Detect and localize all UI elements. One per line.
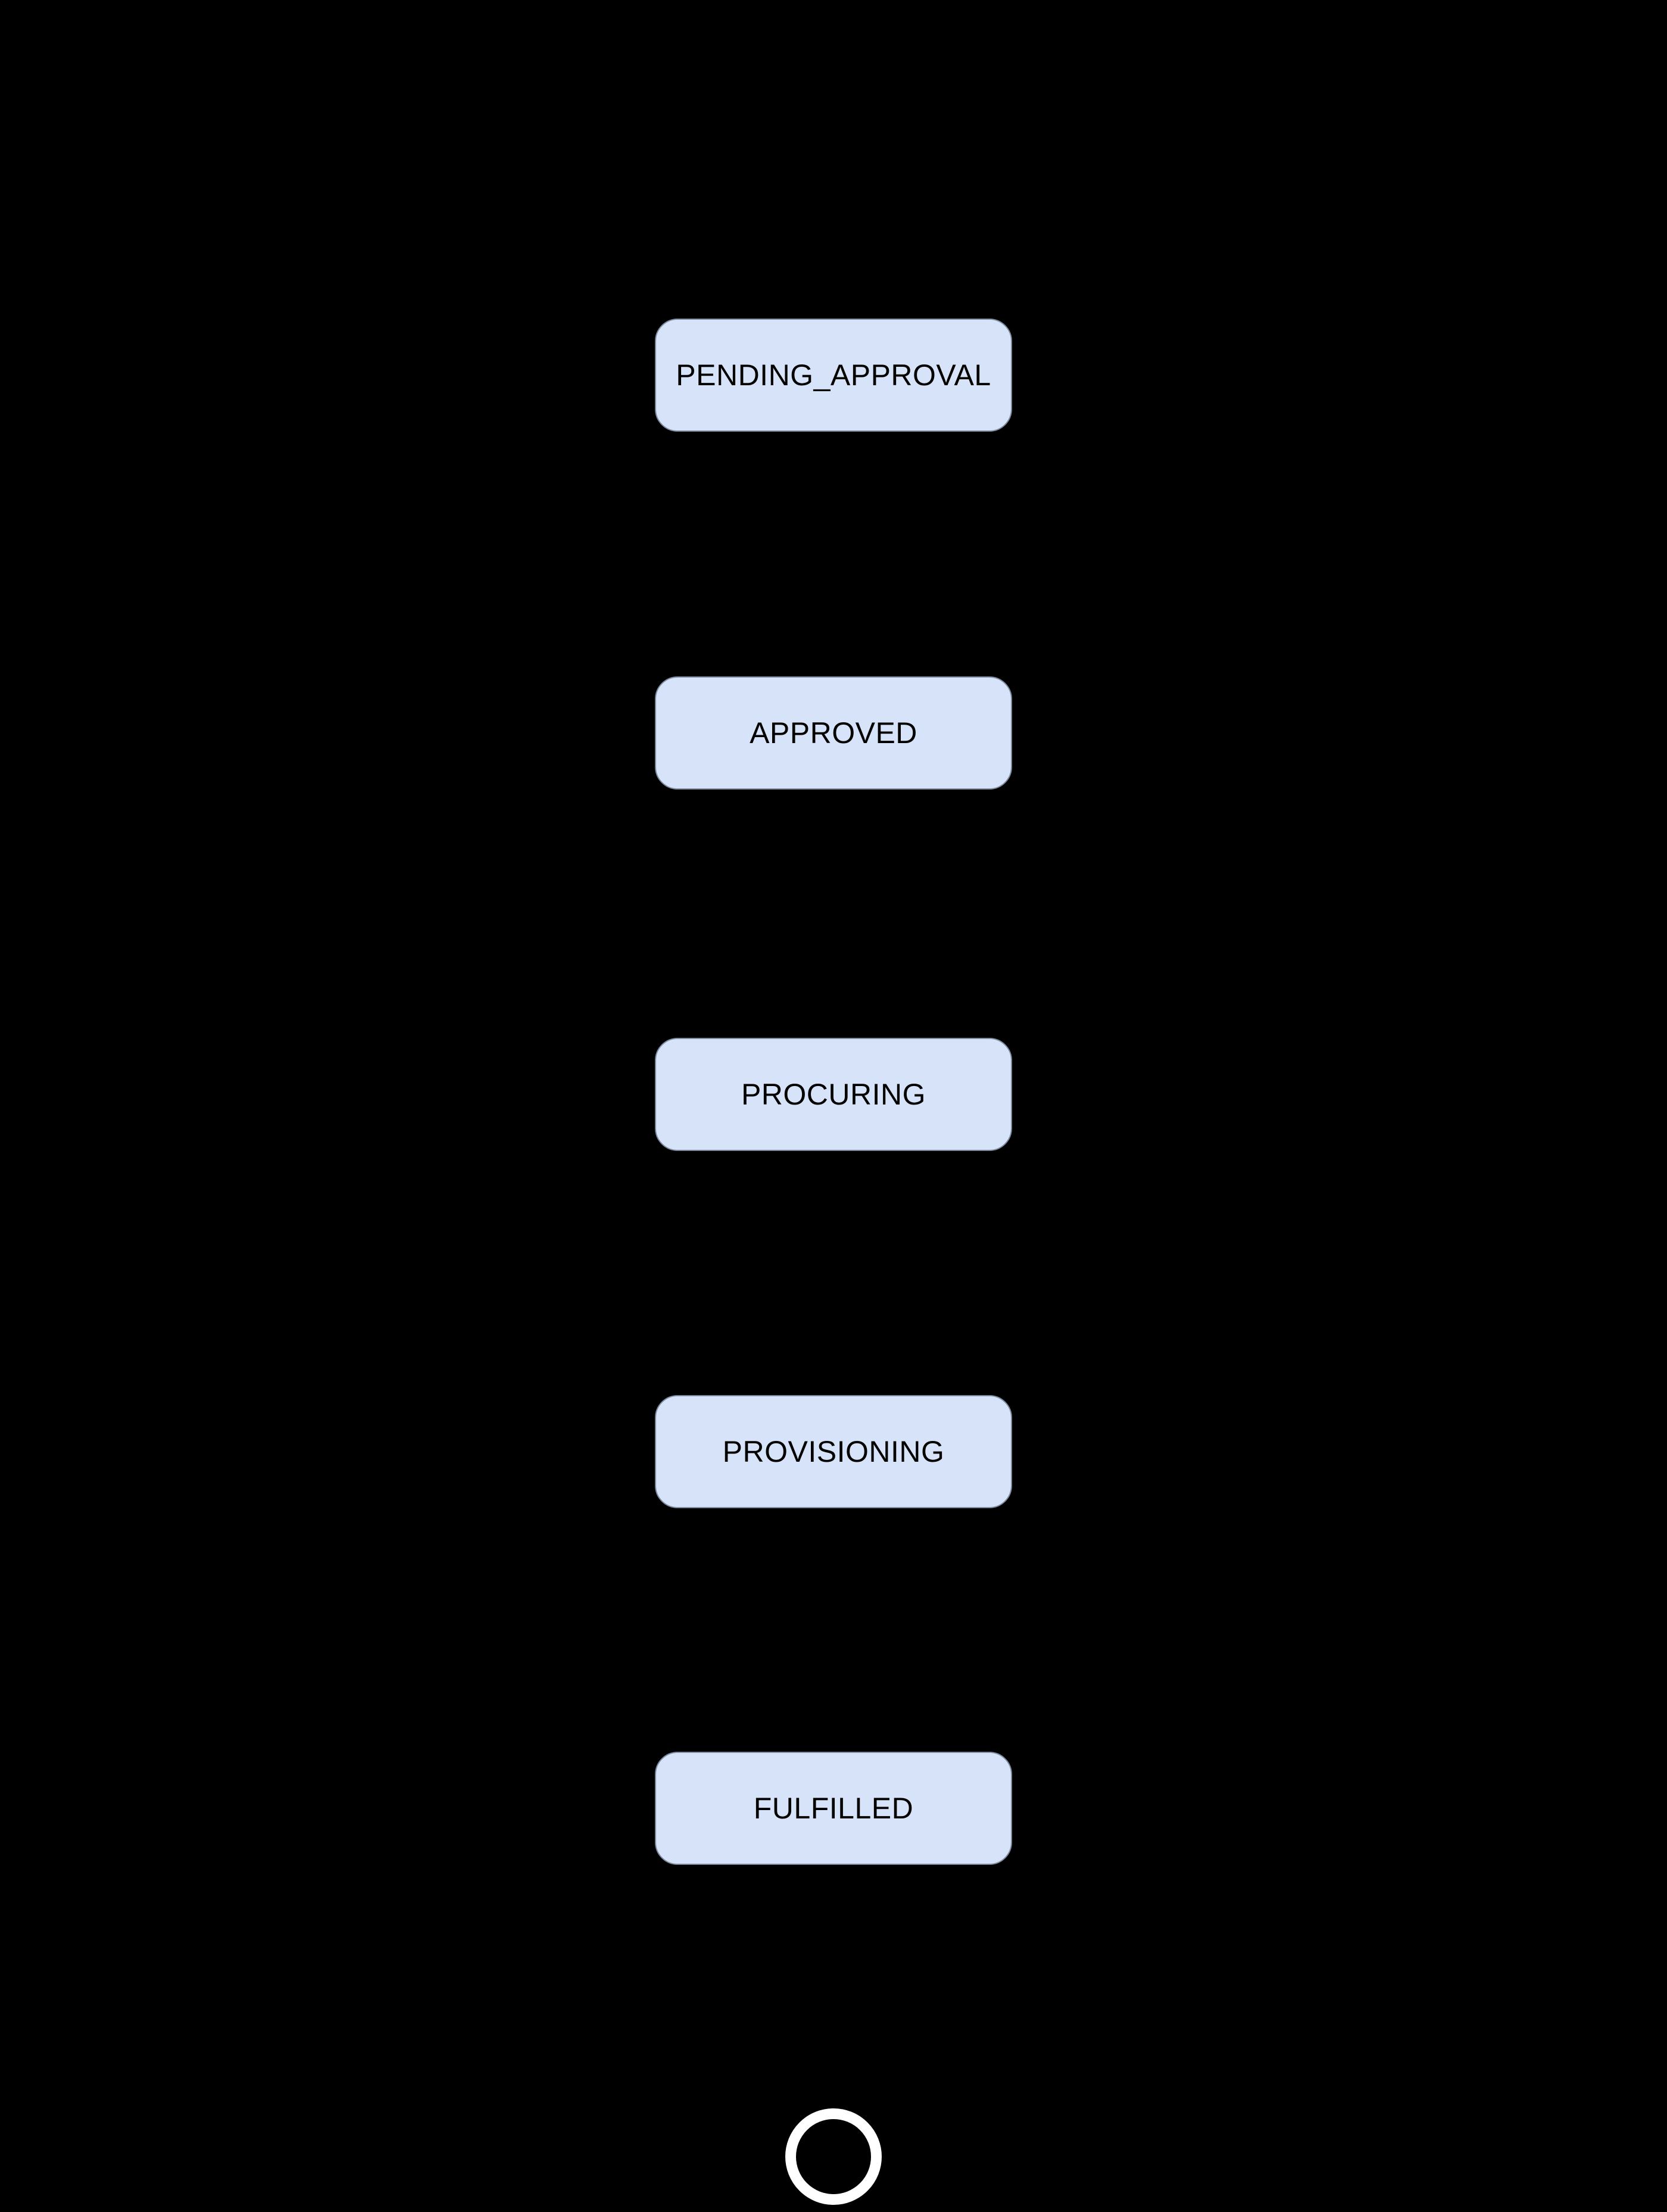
state-node-procuring: PROCURING bbox=[655, 1038, 1012, 1151]
state-node-provisioning: PROVISIONING bbox=[655, 1395, 1012, 1508]
state-label-approved: APPROVED bbox=[750, 716, 917, 750]
state-node-fulfilled: FULFILLED bbox=[655, 1752, 1012, 1865]
state-label-procuring: PROCURING bbox=[741, 1078, 926, 1111]
state-label-pending-approval: PENDING_APPROVAL bbox=[676, 358, 991, 392]
state-node-approved: APPROVED bbox=[655, 676, 1012, 790]
final-state-ring-icon bbox=[785, 2108, 882, 2205]
state-label-provisioning: PROVISIONING bbox=[722, 1435, 945, 1468]
state-node-pending-approval: PENDING_APPROVAL bbox=[655, 319, 1012, 432]
state-label-fulfilled: FULFILLED bbox=[753, 1792, 914, 1825]
